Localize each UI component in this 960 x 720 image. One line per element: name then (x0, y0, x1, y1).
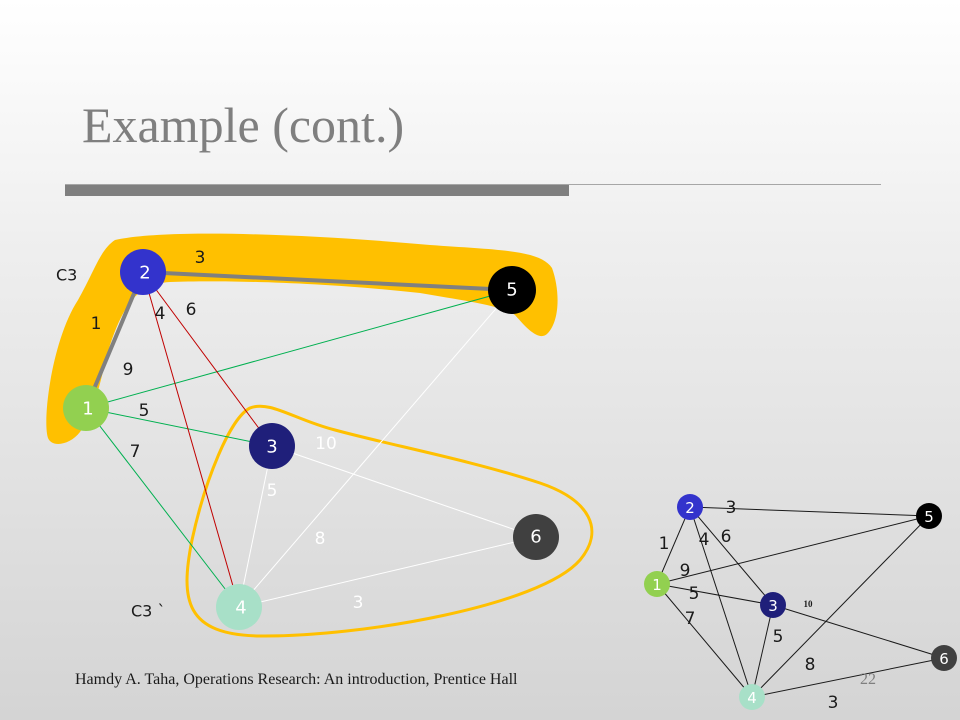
node-6-label: 6 (530, 527, 541, 548)
small-diagram: 1 2 3 4 5 6 1 3 4 6 9 5 7 10 5 8 3 (644, 494, 957, 713)
small-node-4-label: 4 (747, 689, 757, 707)
small-weight-1-4: 7 (685, 609, 696, 629)
small-node-5-label: 5 (924, 508, 934, 526)
node-4 (216, 584, 262, 630)
tree-edge-2-5 (142, 270, 513, 292)
citation-footer: Hamdy A. Taha, Operations Research: An i… (75, 671, 518, 688)
small-weight-4-6: 3 (828, 693, 839, 713)
edge-3-4 (238, 445, 273, 608)
slide-title: Example (cont.) (82, 97, 405, 153)
small-node-5 (916, 503, 942, 529)
weight-4-5: 8 (315, 529, 326, 549)
node-1-label: 1 (82, 399, 93, 420)
node-2-label: 2 (139, 263, 150, 284)
weight-2-4: 4 (155, 304, 166, 324)
weight-2-3: 6 (186, 300, 197, 320)
small-node-6 (931, 645, 957, 671)
weight-1-4: 7 (130, 442, 141, 462)
edge-1-5 (85, 289, 513, 409)
weight-3-4: 5 (267, 481, 278, 501)
edge-1-3 (85, 407, 273, 447)
title-divider-thin (65, 184, 881, 185)
node-3 (249, 423, 295, 469)
small-weight-1-3: 5 (689, 584, 700, 604)
small-node-4 (739, 684, 765, 710)
small-edge-3-6 (772, 604, 945, 659)
node-5-label: 5 (506, 280, 517, 301)
small-edge-1-4 (656, 583, 753, 698)
tree-edge-1-2 (84, 271, 145, 409)
small-weight-2-5: 3 (726, 498, 737, 518)
small-node-1 (644, 571, 670, 597)
node-3-label: 3 (266, 437, 277, 458)
small-node-3-label: 3 (768, 597, 778, 615)
small-node-1-label: 1 (652, 576, 662, 594)
cut-label-c3-prime: C3 ` (131, 602, 165, 621)
small-edge-2-4 (689, 506, 753, 698)
small-weight-2-4: 4 (699, 530, 710, 550)
weight-3-6: 10 (315, 434, 337, 454)
weight-2-5: 3 (195, 248, 206, 268)
small-weight-4-5: 8 (805, 655, 816, 675)
node-4-label: 4 (235, 598, 246, 619)
small-node-2-label: 2 (685, 499, 695, 517)
small-node-2 (677, 494, 703, 520)
small-edge-4-6 (751, 657, 945, 698)
edge-1-4 (85, 407, 240, 608)
small-weight-1-2: 1 (659, 534, 670, 554)
edge-2-3 (142, 271, 273, 447)
small-edge-1-2 (656, 506, 691, 585)
small-node-3 (760, 592, 786, 618)
main-diagram: 1 2 3 4 5 6 1 3 4 6 9 5 7 10 5 8 3 C3 C3… (46, 233, 594, 638)
small-weight-3-6: 10 (804, 599, 814, 609)
node-6 (513, 514, 559, 560)
small-edge-3-4 (751, 604, 774, 698)
cut-label-c3: C3 (56, 266, 77, 285)
c3-prime-boundary (185, 404, 594, 638)
title-divider-thick (65, 185, 569, 196)
small-weight-3-4: 5 (773, 627, 784, 647)
weight-1-3: 5 (139, 401, 150, 421)
small-edge-2-5 (689, 506, 930, 517)
small-weight-1-5: 9 (680, 561, 691, 581)
edge-4-6 (238, 536, 537, 608)
small-node-6-label: 6 (939, 650, 949, 668)
small-weight-2-3: 6 (721, 527, 732, 547)
small-edge-1-5 (656, 515, 930, 585)
node-1 (63, 385, 109, 431)
small-edge-4-5 (751, 515, 930, 698)
weight-4-6: 3 (353, 593, 364, 613)
edge-2-4 (142, 271, 240, 608)
small-edge-1-3 (656, 583, 774, 606)
weight-1-2: 1 (91, 314, 102, 334)
small-edge-2-3 (689, 506, 774, 606)
node-5 (488, 266, 536, 314)
page-number: 22 (860, 671, 876, 688)
edge-4-5 (238, 289, 513, 608)
edge-3-6 (271, 445, 537, 538)
weight-1-5: 9 (123, 360, 134, 380)
node-2 (120, 249, 166, 295)
